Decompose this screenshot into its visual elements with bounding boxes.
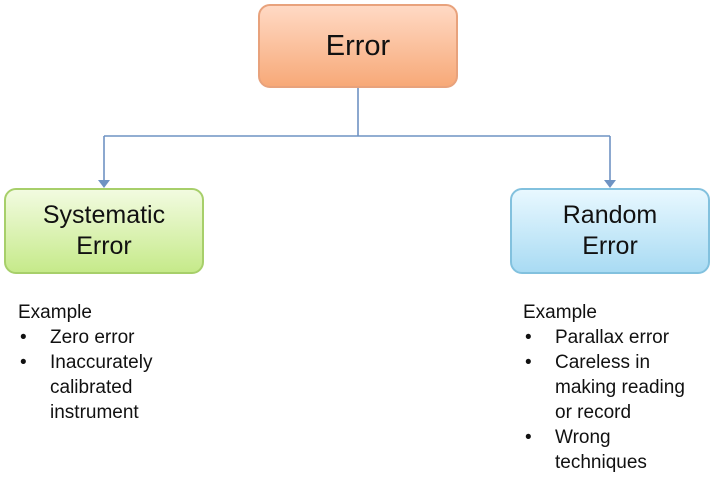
bullet-icon: • [20,327,27,348]
random-example-block: Example • Parallax error • Careless in mak… [523,300,685,475]
bullet-icon: • [20,352,27,373]
systematic-example-list: • Zero error • Inaccurately calibrated ins… [18,325,152,425]
bullet-icon: • [525,427,532,448]
left-arrowhead [98,180,110,188]
list-item: • Parallax error [523,325,685,350]
systematic-error-node: Systematic Error [4,188,204,274]
list-item: • Careless in making reading or record [523,350,685,425]
right-arrowhead [604,180,616,188]
random-example-heading: Example [523,302,597,323]
error-root-node: Error [258,4,458,88]
random-example-list: • Parallax error • Careless in making read… [523,325,685,475]
list-item: • Wrong techniques [523,425,685,475]
random-error-label: Random Error [562,200,658,260]
list-item-text: Inaccurately calibrated instrument [50,352,153,423]
list-item: • Zero error [18,325,152,350]
random-error-node: Random Error [510,188,710,274]
systematic-error-label: Systematic Error [42,200,166,260]
systematic-example-block: Example • Zero error • Inaccurately calibr… [18,300,152,425]
list-item: • Inaccurately calibrated instrument [18,350,152,425]
error-root-label: Error [325,29,391,62]
list-item-text: Parallax error [555,327,670,348]
list-item-text: Zero error [50,327,135,348]
list-item-text: Wrong techniques [555,427,647,473]
bullet-icon: • [525,352,532,373]
systematic-example-heading: Example [18,302,92,323]
list-item-text: Careless in making reading or record [555,352,685,423]
bullet-icon: • [525,327,532,348]
